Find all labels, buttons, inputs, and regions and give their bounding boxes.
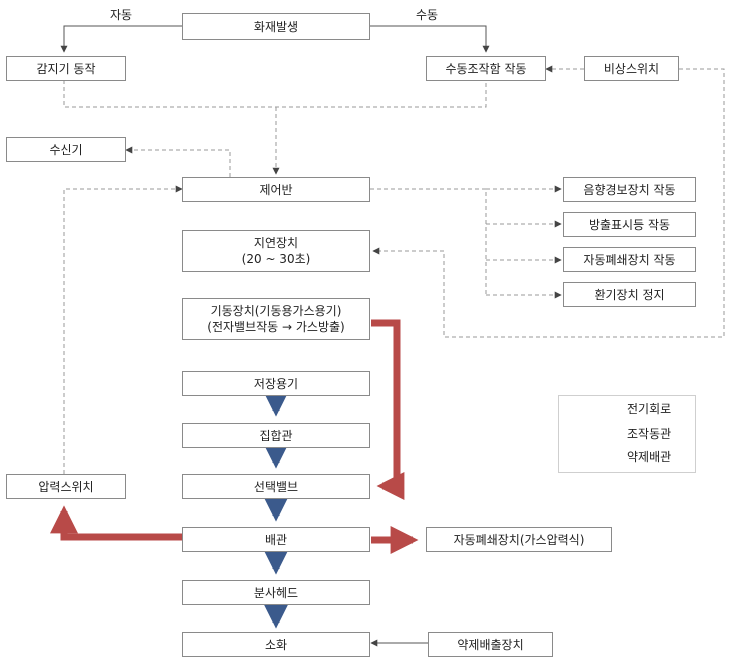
chemical-discharge-box: 약제배출장치 bbox=[428, 632, 553, 657]
detector-box: 감지기 동작 bbox=[6, 56, 126, 81]
legend-agent-label: 약제배관 bbox=[627, 450, 672, 464]
alarm-box: 음향경보장치 작동 bbox=[563, 177, 696, 202]
vent-stop-box: 환기장치 정지 bbox=[563, 282, 696, 307]
selector-valve-box: 선택밸브 bbox=[182, 474, 370, 499]
auto-close-box: 자동폐쇄장치 작동 bbox=[563, 247, 696, 272]
panel-to-receiver-line bbox=[125, 146, 231, 177]
emergency-switch-box: 비상스위치 bbox=[584, 56, 679, 81]
extinguish-box: 소화 bbox=[182, 632, 370, 657]
control-panel-box: 제어반 bbox=[182, 177, 370, 202]
spray-nozzle-box: 분사헤드 bbox=[182, 580, 370, 605]
starter-device-title: 기동장치(기동용가스용기) bbox=[210, 304, 342, 318]
starter-device-box: 기동장치(기동용가스용기) (전자밸브작동 → 가스방출) bbox=[182, 298, 370, 340]
delay-device-title: 지연장치 bbox=[253, 236, 299, 250]
emergency-loop-line bbox=[372, 68, 725, 338]
manual-label: 수동 bbox=[416, 8, 439, 22]
manual-operation-box: 수동조작함 작동 bbox=[426, 56, 546, 81]
piping-to-pressure-switch-tube bbox=[50, 505, 182, 541]
receiver-box: 수신기 bbox=[6, 137, 126, 162]
auto-label: 자동 bbox=[110, 8, 133, 22]
fire-occurrence-box: 화재발생 bbox=[182, 13, 370, 40]
storage-container-box: 저장용기 bbox=[182, 371, 370, 396]
legend-operation-label: 조작동관 bbox=[627, 427, 672, 441]
legend-electric-label: 전기회로 bbox=[627, 402, 672, 416]
delay-device-box: 지연장치 (20 ~ 30초) bbox=[182, 230, 370, 272]
detector-to-panel-line bbox=[63, 80, 487, 108]
legend-box bbox=[558, 395, 696, 473]
manifold-box: 집합관 bbox=[182, 423, 370, 448]
delay-device-time: (20 ~ 30초) bbox=[241, 252, 311, 266]
piping-box: 배관 bbox=[182, 527, 370, 552]
fire-to-manual-line bbox=[367, 25, 490, 53]
pressure-switch-to-panel-line bbox=[63, 185, 183, 474]
auto-close-gas-box: 자동폐쇄장치(가스압력식) bbox=[426, 527, 612, 552]
starter-to-selector-tube bbox=[371, 319, 405, 500]
discharge-light-box: 방출표시등 작동 bbox=[563, 212, 696, 237]
starter-device-detail: (전자밸브작동 → 가스방출) bbox=[207, 320, 345, 334]
pressure-switch-box: 압력스위치 bbox=[6, 474, 126, 499]
fire-to-detector-line bbox=[60, 25, 182, 53]
panel-to-outputs-line bbox=[370, 188, 487, 295]
